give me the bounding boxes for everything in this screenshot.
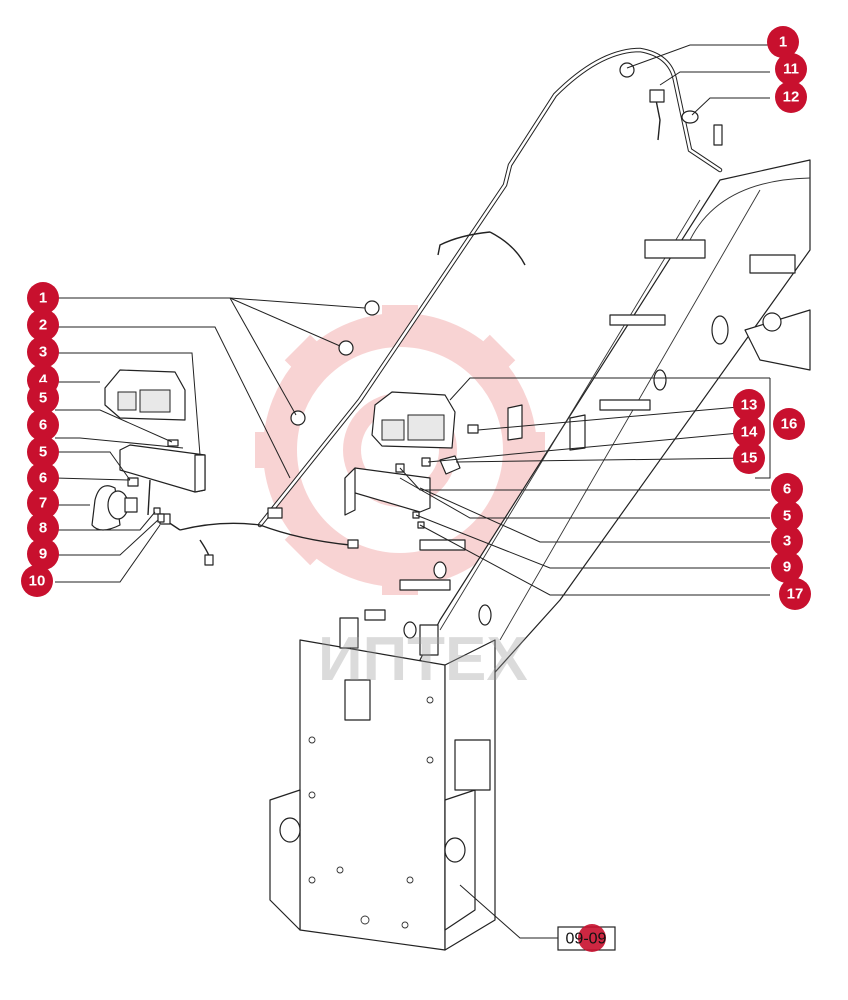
work-lamp-right [371, 391, 456, 449]
leader-lines [54, 44, 771, 939]
callout-1-left: 1 [27, 282, 59, 314]
svg-text:16: 16 [781, 416, 798, 433]
svg-text:09-09: 09-09 [566, 931, 607, 948]
work-lamp-left [104, 369, 186, 421]
callout-5-b: 5 [27, 436, 59, 468]
watermark-text: ИПТЕХ [318, 625, 528, 694]
horn [91, 479, 151, 531]
callout-3-left: 3 [27, 336, 59, 368]
callout-6-b: 6 [27, 462, 59, 494]
svg-text:3: 3 [39, 344, 47, 361]
svg-text:5: 5 [39, 390, 47, 407]
callout-17: 17 [779, 578, 811, 610]
callout-13: 13 [733, 389, 765, 421]
code-marker-icon [578, 924, 606, 952]
bolt-left [127, 439, 179, 487]
svg-text:5: 5 [783, 508, 791, 525]
svg-text:13: 13 [741, 397, 758, 414]
callout-15: 15 [733, 442, 765, 474]
svg-text:6: 6 [39, 417, 47, 434]
lamp-bracket-right [344, 467, 431, 516]
callout-16: 16 [773, 408, 805, 440]
svg-text:9: 9 [39, 546, 47, 563]
svg-text:1: 1 [779, 34, 787, 51]
svg-text:15: 15 [741, 450, 758, 467]
front-mount-plate [269, 617, 496, 951]
callout-5-a: 5 [27, 382, 59, 414]
svg-text:14: 14 [741, 424, 758, 441]
callout-3-right: 3 [771, 525, 803, 557]
svg-text:6: 6 [783, 481, 791, 498]
wiring-harness [159, 47, 723, 566]
svg-text:12: 12 [783, 89, 800, 106]
svg-text:4: 4 [39, 372, 48, 389]
page-code: 09-09 [557, 924, 616, 952]
svg-text:5: 5 [39, 444, 47, 461]
callout-6-right: 6 [771, 473, 803, 505]
svg-text:6: 6 [39, 470, 47, 487]
callout-14: 14 [733, 416, 765, 448]
svg-text:9: 9 [783, 559, 791, 576]
horn-bolt [153, 507, 165, 523]
callout-1-top: 1 [767, 26, 799, 58]
svg-text:1: 1 [39, 290, 47, 307]
callout-6-a: 6 [27, 409, 59, 441]
callout-10: 10 [21, 565, 53, 597]
cable-clips [290, 62, 635, 426]
callout-8: 8 [27, 512, 59, 544]
callout-11: 11 [775, 53, 807, 85]
svg-text:11: 11 [783, 61, 799, 78]
callout-9-left: 9 [27, 538, 59, 570]
callout-12: 12 [775, 81, 807, 113]
svg-text:7: 7 [39, 495, 47, 512]
lamp-bracket-left [119, 444, 206, 493]
frame-beam [364, 159, 811, 701]
svg-text:3: 3 [783, 533, 791, 550]
grommet [681, 110, 699, 124]
callout-9-right: 9 [771, 551, 803, 583]
mount-brackets-right [507, 404, 586, 451]
callout-5-right: 5 [771, 500, 803, 532]
svg-text:2: 2 [39, 317, 47, 334]
callout-7: 7 [27, 487, 59, 519]
svg-text:8: 8 [39, 520, 47, 537]
svg-text:17: 17 [787, 586, 804, 603]
callout-2: 2 [27, 309, 59, 341]
svg-text:10: 10 [29, 573, 46, 590]
